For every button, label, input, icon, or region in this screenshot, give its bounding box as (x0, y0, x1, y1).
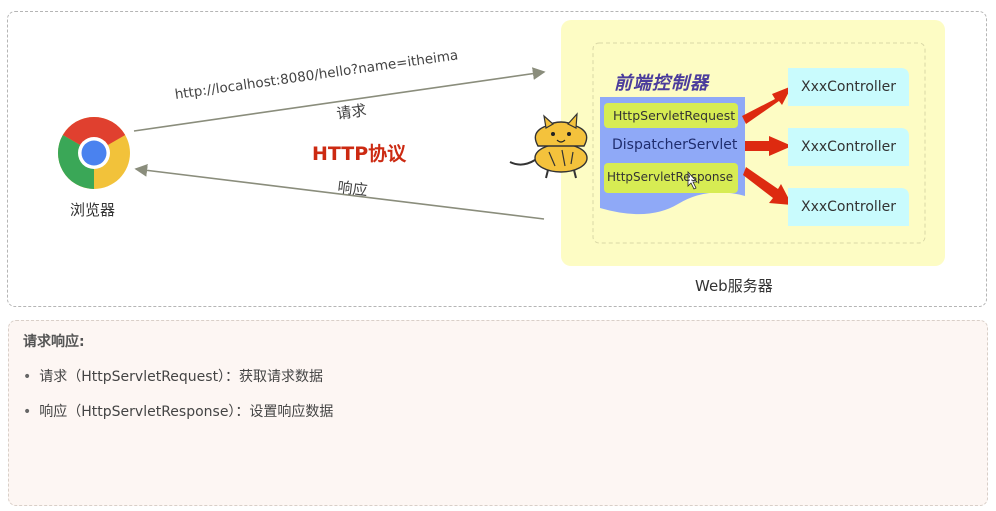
front-controller-area (592, 42, 926, 244)
request-object-label: HttpServletRequest (613, 108, 736, 123)
request-label: 请求 (335, 101, 368, 124)
tomcat-icon (509, 112, 588, 179)
web-server-label: Web服务器 (695, 277, 773, 295)
request-arrow (133, 67, 546, 132)
mouse-cursor-icon (687, 170, 698, 190)
dispatch-arrow-1 (742, 86, 792, 124)
note-item-response: • 响应（HttpServletResponse）：设置响应数据 (23, 401, 333, 421)
note-item-request: • 请求（HttpServletRequest）：获取请求数据 (23, 366, 323, 386)
notes-heading: 请求响应: (23, 334, 85, 350)
browser-label: 浏览器 (70, 201, 116, 219)
response-object-box (604, 163, 738, 193)
protocol-label: HTTP协议 (312, 143, 407, 165)
controller-label-1: XxxController (801, 79, 897, 95)
controller-box-2 (788, 128, 909, 166)
response-label: 响应 (336, 177, 369, 200)
diagram-panel (7, 11, 987, 307)
controller-label-3: XxxController (801, 199, 897, 215)
notes-panel: 请求响应: • 请求（HttpServletRequest）：获取请求数据 • 响应… (8, 320, 988, 506)
chrome-icon (57, 116, 130, 190)
request-object-box (604, 103, 738, 128)
bullet-icon: • (23, 369, 32, 385)
controller-label-2: XxxController (801, 139, 897, 155)
controller-box-1 (788, 68, 909, 106)
note-item-request-text: 请求（HttpServletRequest）：获取请求数据 (39, 369, 324, 385)
response-arrow (134, 164, 545, 220)
dispatcher-servlet-label: DispatcherServlet (612, 137, 738, 153)
controller-box-3 (788, 188, 909, 226)
note-item-response-text: 响应（HttpServletResponse）：设置响应数据 (39, 404, 334, 420)
front-controller-title: 前端控制器 (614, 73, 709, 94)
dispatch-arrows (742, 86, 792, 205)
dispatch-arrow-3 (743, 167, 792, 205)
bullet-icon: • (23, 404, 32, 420)
response-object-label: HttpServletResponse (607, 170, 734, 184)
dispatch-arrow-2 (745, 136, 792, 156)
